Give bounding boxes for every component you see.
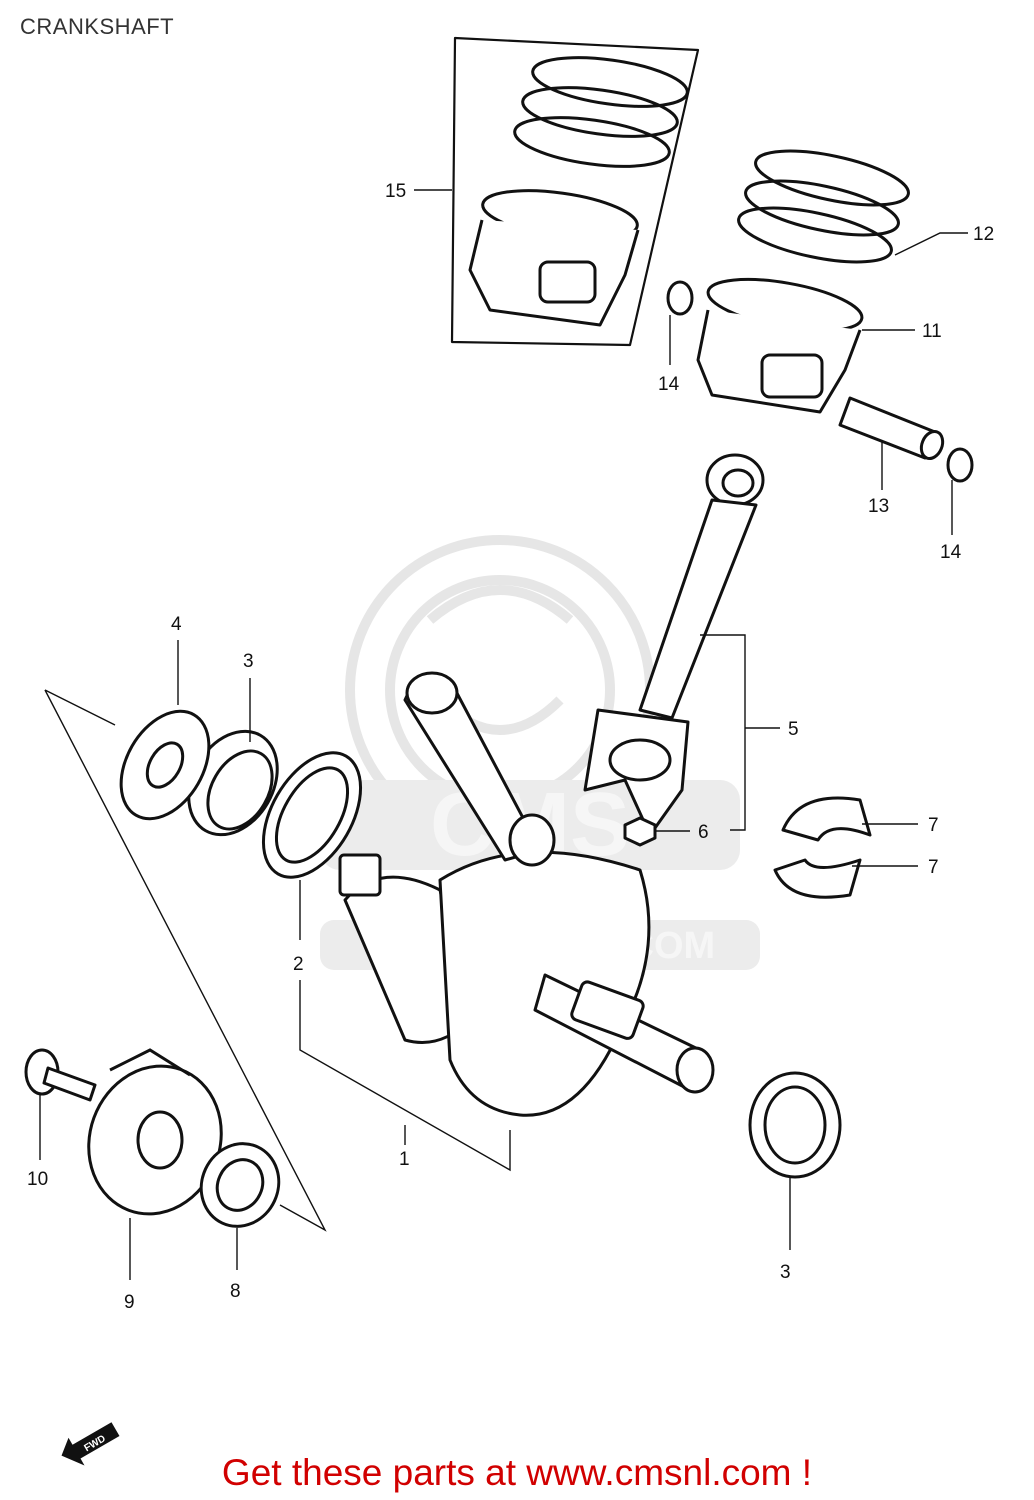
part-7-con-rod-bearings[interactable] [773,796,872,899]
part-15-piston-set[interactable] [450,36,700,347]
part-1-crankshaft[interactable] [338,671,715,1117]
part-12-piston-rings[interactable] [734,140,913,272]
callout-12: 12 [973,224,994,245]
callout-14-right: 14 [940,542,962,563]
callout-15: 15 [385,181,406,202]
callout-labels: 15 12 11 13 14 14 5 6 7 7 4 3 2 1 3 10 9… [27,181,994,1313]
callout-1: 1 [399,1149,410,1170]
part-11-piston[interactable] [696,270,866,414]
callout-13: 13 [868,496,889,517]
callout-3-left: 3 [243,651,254,672]
callout-3-right: 3 [780,1262,791,1283]
callout-7-lower: 7 [928,857,939,878]
side-box-top [44,689,116,726]
part-13-piston-pin[interactable] [838,396,947,462]
callout-7-upper: 7 [928,815,939,836]
side-box-left [44,689,327,1232]
page-title: CRANKSHAFT [20,14,175,39]
part-14-circlip-right[interactable] [946,447,974,483]
callout-14-left: 14 [658,374,680,395]
part-4-washer[interactable] [103,696,227,834]
callout-2: 2 [293,954,304,975]
callout-9: 9 [124,1292,135,1313]
leader-lines [39,189,968,1280]
part-9-primary-gear[interactable] [68,1047,241,1232]
callout-6: 6 [698,822,709,843]
part-14-circlip-left[interactable] [666,280,694,316]
callout-8: 8 [230,1281,241,1302]
promo-link[interactable]: Get these parts at www.cmsnl.com ! [221,1452,813,1493]
part-10-bolt[interactable] [24,1048,97,1102]
part-5-connecting-rod[interactable] [583,453,765,837]
part-3-main-bearing-right[interactable] [748,1071,842,1179]
part-6-nut[interactable] [623,816,657,847]
callout-11: 11 [922,321,942,342]
callout-4: 4 [171,614,182,635]
part-8-gear[interactable] [188,1131,292,1239]
callout-10: 10 [27,1169,48,1190]
callout-5: 5 [788,719,799,740]
part-3-main-bearing-left[interactable] [171,715,295,850]
part-2-thrust-shim[interactable] [243,736,380,894]
